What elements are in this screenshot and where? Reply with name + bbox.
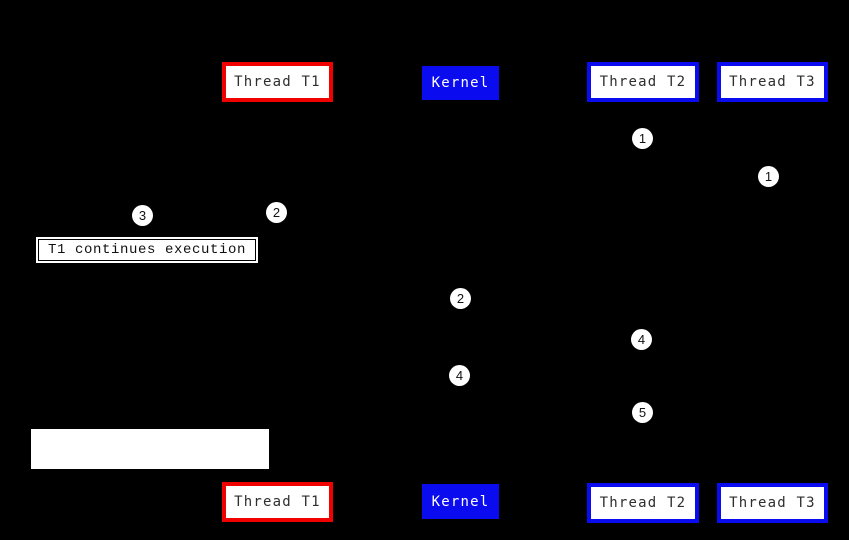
thread-t1-box-top: Thread T1 bbox=[222, 62, 333, 102]
thread-t2-box-top: Thread T2 bbox=[587, 62, 699, 102]
step-2-marker-thread-t1: 2 bbox=[266, 202, 287, 223]
thread-t3-box-bottom: Thread T3 bbox=[717, 483, 828, 523]
thread-t1-box-bottom: Thread T1 bbox=[222, 482, 333, 522]
step-3-marker-thread-t1: 3 bbox=[132, 205, 153, 226]
step-1-marker-thread-t3: 1 bbox=[758, 166, 779, 187]
blank-label-box bbox=[31, 429, 269, 469]
step-4-marker-kernel: 4 bbox=[449, 365, 470, 386]
step-5-marker-thread-t2: 5 bbox=[632, 402, 653, 423]
kernel-box-bottom: Kernel bbox=[422, 484, 499, 519]
thread-t3-box-top: Thread T3 bbox=[717, 62, 828, 102]
step-2-marker-kernel: 2 bbox=[450, 288, 471, 309]
kernel-box-top: Kernel bbox=[422, 66, 499, 100]
t1-continues-execution-label: T1 continues execution bbox=[38, 239, 256, 261]
step-4-marker-thread-t2: 4 bbox=[631, 329, 652, 350]
step-1-marker-thread-t2: 1 bbox=[632, 128, 653, 149]
thread-t2-box-bottom: Thread T2 bbox=[587, 483, 699, 523]
